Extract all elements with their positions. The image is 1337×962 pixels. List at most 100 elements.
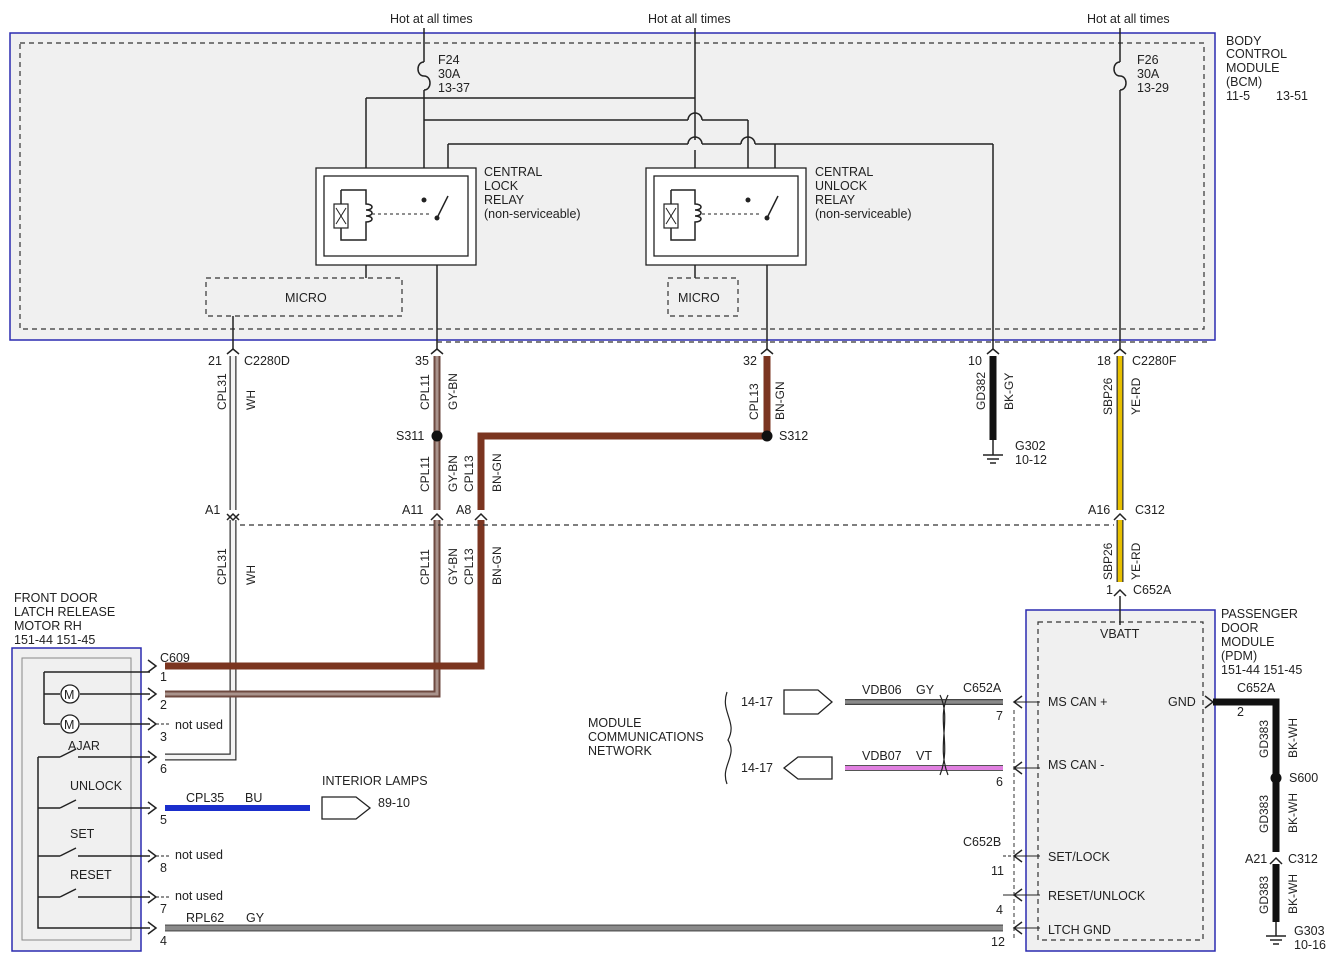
label-sbp26-upper: SBP26 bbox=[1101, 377, 1115, 415]
pdm-ms-can-plus: MS CAN + bbox=[1048, 695, 1107, 709]
pdm-gnd: GND bbox=[1168, 695, 1196, 709]
ground-g302-icon bbox=[983, 454, 1003, 464]
pin-32: 32 bbox=[743, 354, 757, 368]
bcm-module bbox=[9, 32, 1216, 341]
switch-reset-label: RESET bbox=[70, 868, 112, 882]
ground-g302-ref: 10-12 bbox=[1015, 453, 1047, 467]
label-ye-rd-lower: YE-RD bbox=[1129, 542, 1143, 580]
latch-motor-circuit: M M bbox=[43, 671, 150, 734]
label-gd383-upper: GD383 bbox=[1257, 720, 1271, 758]
fuse-f24-line1: F24 bbox=[438, 53, 460, 67]
wire-cpl31-wh bbox=[165, 356, 237, 761]
label-vt: VT bbox=[916, 749, 932, 763]
wire-cpl13-bn-gn bbox=[165, 356, 771, 670]
wire-labels-upper: CPL31 WH CPL11 GY-BN CPL13 BN-GN GD382 B… bbox=[215, 372, 1143, 492]
pdm-module bbox=[1025, 609, 1216, 952]
fuse-f24-icon bbox=[417, 61, 431, 91]
svg-text:M: M bbox=[64, 718, 74, 732]
network-ref-bottom: 14-17 bbox=[741, 761, 773, 775]
pdm-pin-7: 7 bbox=[996, 709, 1003, 723]
latch-not-used-7: not used bbox=[175, 889, 223, 903]
lock-relay-line2: LOCK bbox=[484, 179, 519, 193]
label-cpl35: CPL35 bbox=[186, 791, 224, 805]
latch-title-line3: MOTOR RH bbox=[14, 619, 82, 633]
fuse-f24-line2: 30A bbox=[438, 67, 461, 81]
pin-21: 21 bbox=[208, 354, 222, 368]
label-rpl62: RPL62 bbox=[186, 911, 224, 925]
label-gy-vdb06: GY bbox=[916, 683, 935, 697]
c312-a21-pin bbox=[1269, 856, 1283, 865]
pdm-reset-unlock: RESET/UNLOCK bbox=[1048, 889, 1146, 903]
pdm-title-line2: DOOR bbox=[1221, 621, 1259, 635]
lock-relay-switch-icon bbox=[436, 195, 449, 219]
unlock-relay-line3: RELAY bbox=[815, 193, 856, 207]
splice-s311 bbox=[431, 430, 443, 442]
label-bk-wh-lower: BK-WH bbox=[1286, 874, 1300, 914]
switch-set-label: SET bbox=[70, 827, 95, 841]
splice-s312 bbox=[761, 430, 773, 442]
label-cpl11-lower: CPL11 bbox=[418, 549, 432, 585]
pdm-ltch-gnd: LTCH GND bbox=[1048, 923, 1111, 937]
splice-s311-label: S311 bbox=[396, 429, 424, 443]
switch-reset-icon bbox=[38, 888, 150, 898]
latch-not-used-3: not used bbox=[175, 718, 223, 732]
connector-c2280d: C2280D bbox=[244, 354, 290, 368]
latch-pin-7: 7 bbox=[160, 902, 167, 916]
bcm-ref-a: 11-5 bbox=[1226, 89, 1250, 103]
fuse-f26-line2: 30A bbox=[1137, 67, 1160, 81]
switch-set-icon bbox=[38, 847, 150, 857]
label-bn-gn-mid: BN-GN bbox=[490, 453, 504, 492]
bcm-title-line2: CONTROL bbox=[1226, 47, 1287, 61]
network-line1: MODULE bbox=[588, 716, 641, 730]
twisted-pair-icon bbox=[939, 694, 949, 776]
label-gd383-lower: GD383 bbox=[1257, 876, 1271, 914]
label-bn-gn-lower: BN-GN bbox=[490, 546, 504, 585]
bcm-internal-dashed bbox=[19, 42, 1205, 330]
unlock-relay-line1: CENTRAL bbox=[815, 165, 873, 179]
hot-label-3: Hot at all times bbox=[1087, 12, 1170, 26]
label-ye-rd-upper: YE-RD bbox=[1129, 377, 1143, 415]
switch-unlock-icon bbox=[38, 799, 150, 809]
network-connector-top-icon bbox=[783, 689, 833, 715]
hot-label-2: Hot at all times bbox=[648, 12, 731, 26]
switch-ajar-icon bbox=[38, 748, 150, 758]
label-gy-bn-upper: GY-BN bbox=[446, 373, 460, 410]
ground-g303-ref: 10-16 bbox=[1294, 938, 1326, 952]
lock-relay-line3: RELAY bbox=[484, 193, 525, 207]
label-cpl31-upper: CPL31 bbox=[215, 373, 229, 410]
latch-pin-5: 5 bbox=[160, 813, 167, 827]
bcm-title-line4: (BCM) bbox=[1226, 75, 1262, 89]
ground-g303-icon bbox=[1266, 935, 1286, 945]
label-wh-lower: WH bbox=[244, 565, 258, 585]
latch-pins bbox=[147, 659, 170, 935]
latch-inner-border bbox=[21, 657, 132, 941]
pdm-title-line1: PASSENGER bbox=[1221, 607, 1298, 621]
interior-lamps-ref: 89-10 bbox=[378, 796, 410, 810]
wire-gd383-bk-wh bbox=[1213, 698, 1280, 936]
bcm-title: BODY CONTROL MODULE (BCM) 11-5 13-51 bbox=[1226, 34, 1308, 103]
wire-labels-lower: CPL31 WH CPL11 GY-BN CPL13 BN-GN SBP26 Y… bbox=[215, 542, 1143, 585]
label-cpl31-lower: CPL31 bbox=[215, 548, 229, 585]
central-unlock-relay bbox=[645, 167, 807, 266]
label-cpl13-lower: CPL13 bbox=[462, 548, 476, 585]
label-gy-bn-lower: GY-BN bbox=[446, 548, 460, 585]
latch-pin-8: 8 bbox=[160, 861, 167, 875]
pdm-connector-c652a-right: C652A bbox=[1237, 681, 1276, 695]
motor-icon-1 bbox=[60, 684, 80, 704]
network-brace bbox=[724, 691, 732, 785]
fuse-f24-line3: 13-37 bbox=[438, 81, 470, 95]
pdm-pin-11: 11 bbox=[991, 864, 1004, 878]
latch-refs: 151-44 151-45 bbox=[14, 633, 95, 647]
ground-g302-name: G302 bbox=[1015, 439, 1046, 453]
splice-s600-label: S600 bbox=[1289, 771, 1318, 785]
label-vdb07: VDB07 bbox=[862, 749, 902, 763]
interior-lamps-connector-arrow-icon bbox=[321, 796, 372, 820]
c312-name: C312 bbox=[1135, 503, 1165, 517]
fuse-f26-line1: F26 bbox=[1137, 53, 1159, 67]
switch-ajar-label: AJAR bbox=[68, 739, 100, 753]
c312-a16: A16 bbox=[1088, 503, 1110, 517]
hot-label-1: Hot at all times bbox=[390, 12, 473, 26]
splice-s600 bbox=[1270, 772, 1282, 784]
label-cpl11-upper: CPL11 bbox=[418, 374, 432, 410]
pdm-pin-4: 4 bbox=[996, 903, 1003, 917]
